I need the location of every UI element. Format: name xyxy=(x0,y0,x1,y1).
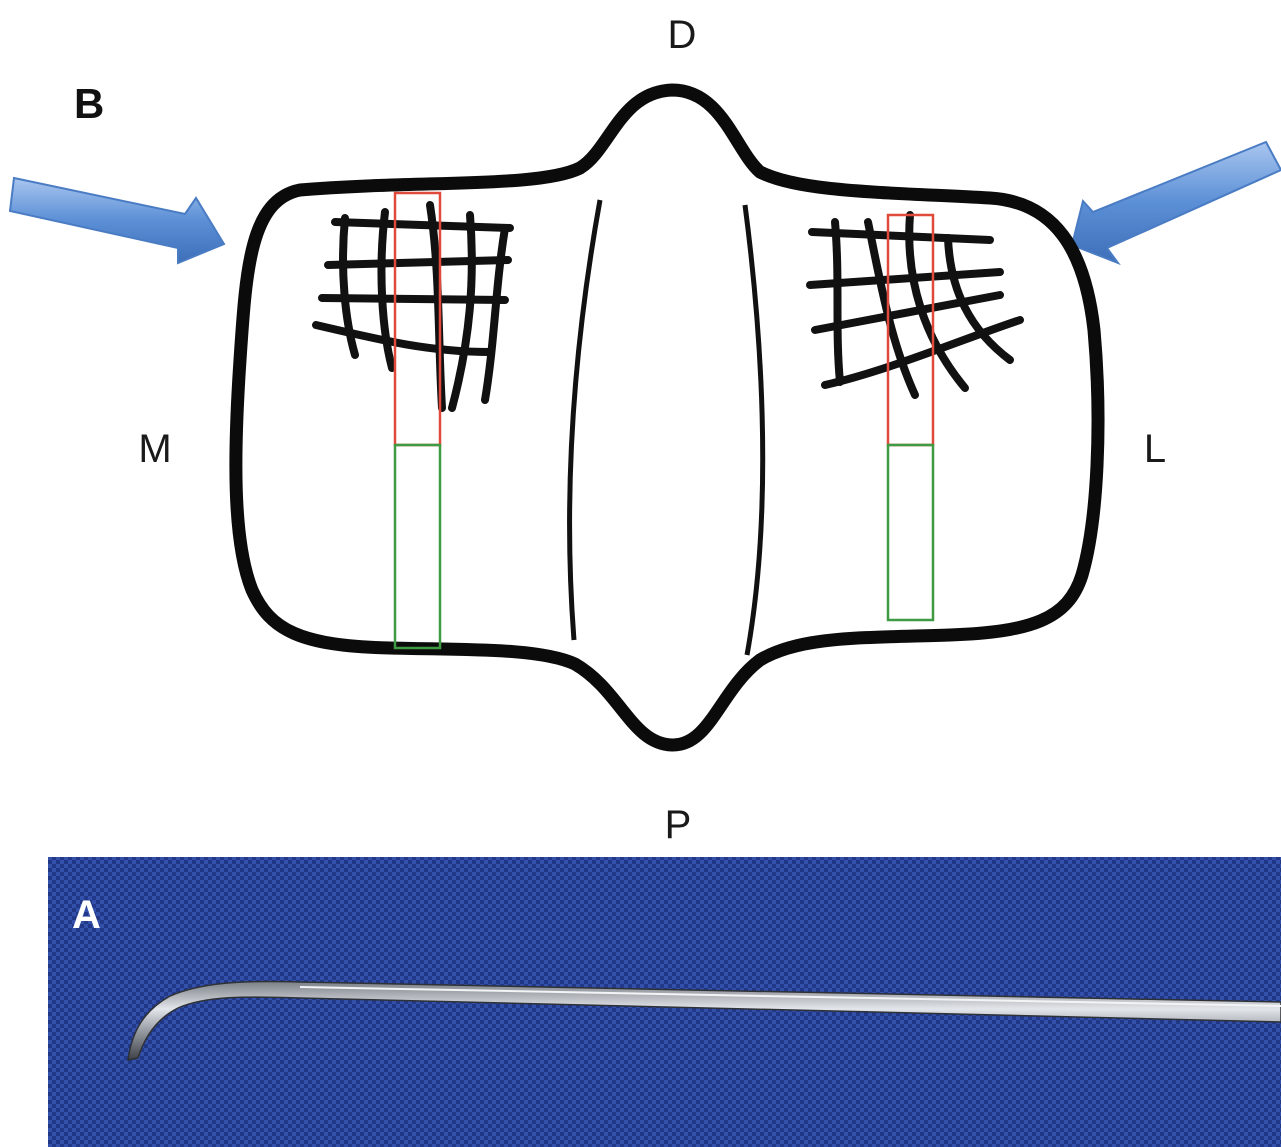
right-distal-box xyxy=(888,445,933,620)
label-lateral: L xyxy=(1144,427,1166,471)
left-arrow-icon xyxy=(10,178,224,263)
label-proximal: P xyxy=(665,803,692,847)
photo-panel: A xyxy=(48,857,1281,1147)
label-distal: D xyxy=(668,13,697,57)
panel-label-b: B xyxy=(74,80,104,127)
diagram-panel: B D P M L xyxy=(10,13,1281,847)
label-medial: M xyxy=(138,427,171,471)
bone-outline xyxy=(236,90,1098,745)
right-cartilage-mesh xyxy=(810,215,1020,395)
left-distal-box xyxy=(395,445,440,648)
panel-label-a: A xyxy=(72,893,101,937)
left-cartilage-mesh xyxy=(316,205,510,408)
left-central-line xyxy=(570,200,600,640)
right-arrow-icon xyxy=(1072,142,1281,263)
right-central-line xyxy=(745,205,763,655)
